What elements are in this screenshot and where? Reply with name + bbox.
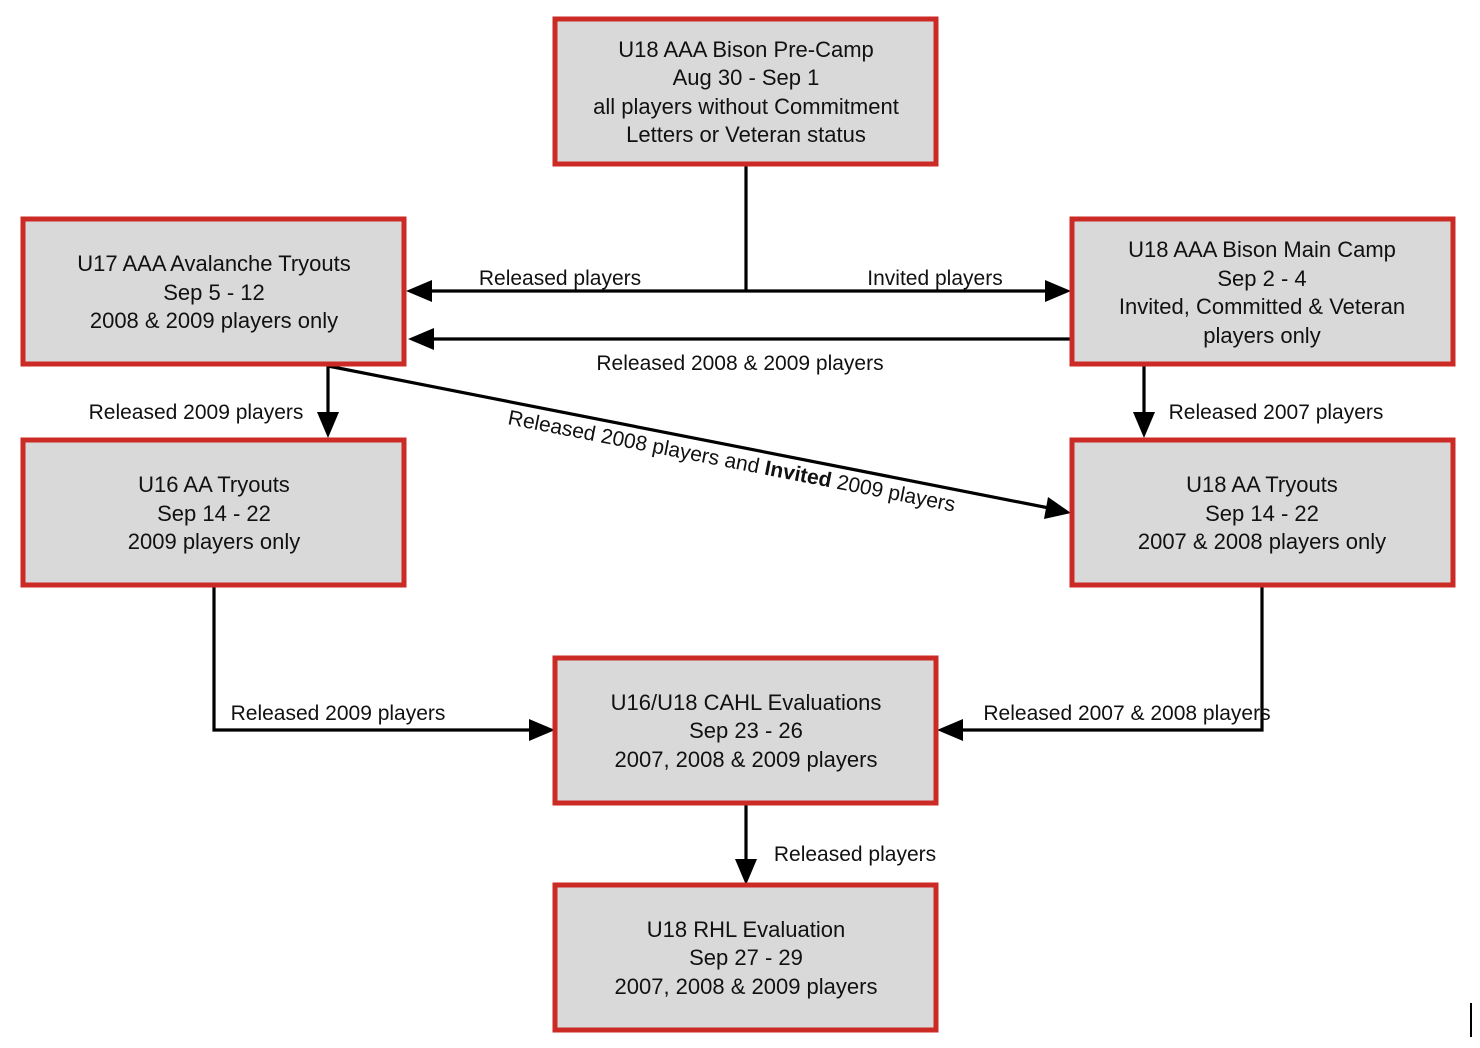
node-precamp-line-2: Aug 30 - Sep 1 [673,65,820,90]
node-u16aa-line-1: U16 AA Tryouts [138,472,290,497]
node-cahl-line-3: 2007, 2008 & 2009 players [615,747,878,772]
node-avalanche-line-2: Sep 5 - 12 [163,280,265,305]
node-u16aa-line-2: Sep 14 - 22 [157,501,271,526]
node-precamp: U18 AAA Bison Pre-Camp Aug 30 - Sep 1 al… [552,16,939,167]
node-u16aa-box [20,437,407,588]
node-u18aa-box [1069,437,1456,588]
label-avalanche-to-u16aa: Released 2009 players [89,401,304,424]
node-maincamp-box [1069,216,1456,367]
node-rhl: U18 RHL Evaluation Sep 27 - 29 2007, 200… [552,882,939,1033]
node-maincamp: U18 AAA Bison Main Camp Sep 2 - 4 Invite… [1069,216,1456,367]
label-u16aa-to-cahl: Released 2009 players [231,702,446,725]
node-precamp-line-4: Letters or Veteran status [626,122,866,147]
arrowhead-cahl-left [529,719,555,741]
node-cahl-box [552,655,939,806]
node-u16aa-line-3: 2009 players only [128,529,300,554]
arrowhead-rhl [735,859,757,885]
node-u18aa-line-1: U18 AA Tryouts [1186,472,1338,497]
label-cahl-to-rhl: Released players [774,843,936,866]
edge-avalanche-to-u18aa [327,364,1050,510]
node-rhl-box [552,882,939,1033]
arrowhead-maincamp-avalanche [408,328,434,350]
node-u18aa-line-2: Sep 14 - 22 [1205,501,1319,526]
label-u18aa-to-cahl: Released 2007 & 2008 players [983,702,1270,725]
arrowhead-u16aa [317,412,339,438]
edges [212,164,1264,885]
node-rhl-line-2: Sep 27 - 29 [689,945,803,970]
label-diagonal-part1: Released 2008 players and [506,406,767,479]
node-precamp-line-1: U18 AAA Bison Pre-Camp [618,37,874,62]
arrowhead-maincamp [1045,280,1071,302]
node-avalanche-line-3: 2008 & 2009 players only [90,308,338,333]
node-maincamp-line-2: Sep 2 - 4 [1217,266,1306,291]
node-u18aa: U18 AA Tryouts Sep 14 - 22 2007 & 2008 p… [1069,437,1456,588]
edge-u18aa-to-cahl [960,586,1264,732]
node-maincamp-line-3: Invited, Committed & Veteran [1119,294,1405,319]
node-avalanche: U17 AAA Avalanche Tryouts Sep 5 - 12 200… [20,216,407,367]
node-u18aa-line-3: 2007 & 2008 players only [1138,529,1386,554]
label-avalanche-to-u18aa: Released 2008 players and Invited 2009 p… [506,406,957,516]
node-cahl-line-2: Sep 23 - 26 [689,718,803,743]
label-precamp-to-avalanche: Released players [479,267,641,290]
node-rhl-line-3: 2007, 2008 & 2009 players [615,974,878,999]
arrowhead-avalanche [406,280,432,302]
node-precamp-box [552,16,939,167]
edge-u16aa-to-cahl [212,586,531,732]
label-precamp-to-maincamp: Invited players [867,267,1002,290]
node-maincamp-line-4: players only [1203,323,1320,348]
node-precamp-line-3: all players without Commitment [593,94,899,119]
node-rhl-line-1: U18 RHL Evaluation [647,917,846,942]
arrowhead-diagonal [1044,497,1071,519]
node-cahl-line-1: U16/U18 CAHL Evaluations [611,690,882,715]
node-maincamp-line-1: U18 AAA Bison Main Camp [1128,237,1396,262]
label-maincamp-to-avalanche: Released 2008 & 2009 players [596,352,883,375]
node-u16aa: U16 AA Tryouts Sep 14 - 22 2009 players … [20,437,407,588]
node-cahl: U16/U18 CAHL Evaluations Sep 23 - 26 200… [552,655,939,806]
label-maincamp-to-u18aa: Released 2007 players [1169,401,1384,424]
arrowhead-u18aa [1133,412,1155,438]
arrowhead-cahl-right [937,719,963,741]
node-avalanche-box [20,216,407,367]
node-avalanche-line-1: U17 AAA Avalanche Tryouts [77,251,351,276]
